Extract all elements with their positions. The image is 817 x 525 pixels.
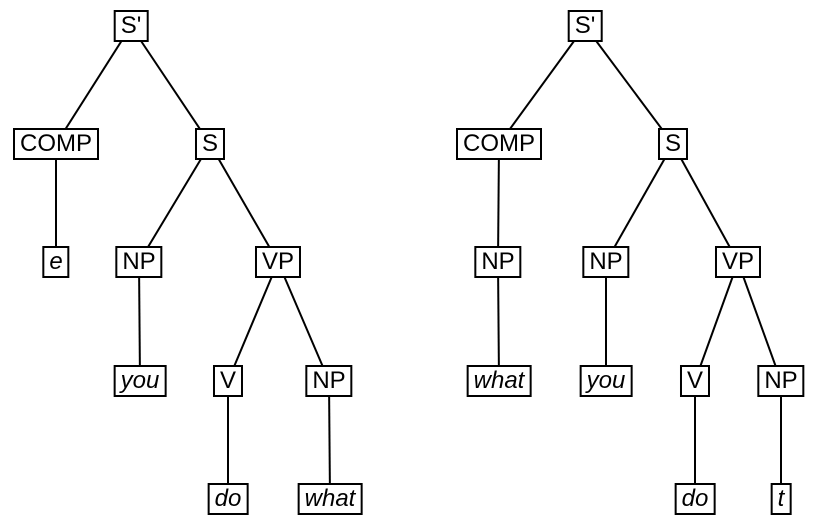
tree-node-left-you: you <box>113 365 167 397</box>
tree-edge-left-vp-np-object <box>277 261 330 382</box>
tree-edge-right-comp-np-wh <box>497 143 500 263</box>
tree-edge-left-s-bar-comp <box>55 25 132 145</box>
tree-node-right-np-object: NP <box>757 365 805 397</box>
tree-edge-left-s-bar-s <box>130 25 211 145</box>
tree-node-left-vp: VP <box>254 246 302 278</box>
tree-node-right-s: S <box>657 128 689 160</box>
tree-edge-right-s-np-subject <box>605 143 674 263</box>
tree-node-left-np-subject: NP <box>115 246 163 278</box>
tree-node-right-comp: COMP <box>456 128 542 160</box>
tree-edge-right-s-vp <box>672 143 739 263</box>
tree-node-right-you: you <box>579 365 633 397</box>
tree-node-right-np-subject: NP <box>582 246 630 278</box>
tree-edge-left-s-vp <box>209 143 279 263</box>
tree-node-left-do: do <box>207 483 249 515</box>
tree-edge-left-s-np-subject <box>138 143 211 263</box>
tree-edge-right-vp-v <box>694 261 739 382</box>
tree-edge-left-np-subject-you <box>138 261 141 382</box>
tree-node-right-t: t <box>770 483 792 515</box>
tree-node-right-do: do <box>674 483 716 515</box>
tree-edge-right-s-bar-s <box>584 25 674 145</box>
tree-node-right-np-wh: NP <box>474 246 522 278</box>
tree-node-left-e: e <box>42 246 70 278</box>
tree-node-left-what: what <box>297 483 363 515</box>
tree-edge-right-s-bar-comp <box>498 25 586 145</box>
tree-node-left-np-object: NP <box>305 365 353 397</box>
tree-edge-right-vp-np-object <box>737 261 782 382</box>
tree-node-right-s-bar: S' <box>567 10 603 42</box>
tree-edge-right-np-wh-what <box>497 261 500 382</box>
tree-node-right-v: V <box>679 365 711 397</box>
tree-node-left-s-bar: S' <box>113 10 149 42</box>
tree-edge-left-np-object-what <box>328 380 331 500</box>
tree-node-left-v: V <box>212 365 244 397</box>
tree-node-right-vp: VP <box>714 246 762 278</box>
tree-edge-left-vp-v <box>227 261 279 382</box>
tree-node-left-comp: COMP <box>13 128 99 160</box>
tree-node-right-what: what <box>466 365 532 397</box>
tree-node-left-s: S <box>194 128 226 160</box>
